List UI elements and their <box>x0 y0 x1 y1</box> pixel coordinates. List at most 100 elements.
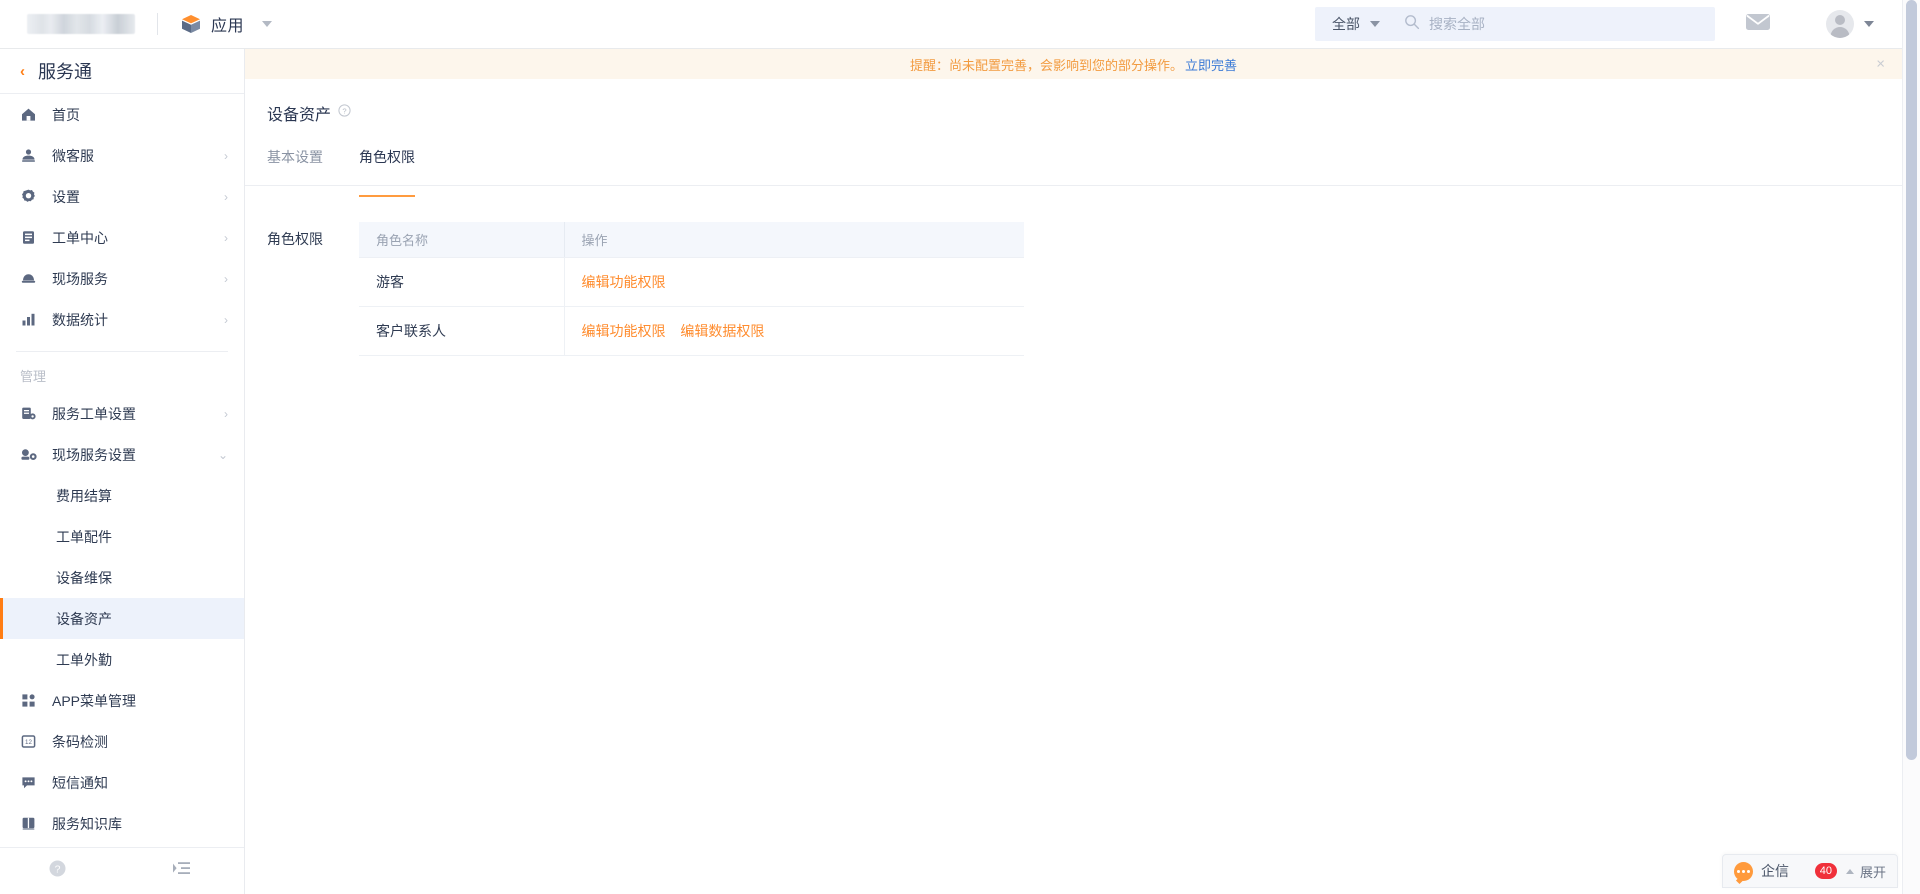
sidebar-item-label: 条码检测 <box>52 733 108 750</box>
chevron-right-icon: › <box>224 189 228 204</box>
sidebar-item-knowledge-base[interactable]: 服务知识库 <box>0 803 244 844</box>
role-permission-section: 角色权限 角色名称 操作 游客 编辑功能权限 <box>245 186 1902 356</box>
sidebar: ‹ 服务通 首页 微客服 › 设置 <box>0 49 245 894</box>
sidebar-item-fee-settlement[interactable]: 费用结算 <box>0 475 244 516</box>
edit-function-permission-link[interactable]: 编辑功能权限 <box>581 273 666 290</box>
sidebar-item-customer-service[interactable]: 微客服 › <box>0 135 244 176</box>
cell-role-name: 游客 <box>359 257 565 307</box>
search-scope-select[interactable]: 全部 <box>1315 14 1394 34</box>
sidebar-item-service-ticket-settings[interactable]: 服务工单设置 › <box>0 393 244 434</box>
column-header-role-name: 角色名称 <box>359 222 565 258</box>
svg-text:?: ? <box>55 863 61 875</box>
app-switcher[interactable]: 应用 <box>180 12 273 36</box>
sidebar-item-label: 费用结算 <box>56 487 112 504</box>
sidebar-footer: ? <box>0 847 244 894</box>
sidebar-item-label: 设备维保 <box>56 569 112 586</box>
divider <box>157 13 158 35</box>
sidebar-item-label: APP菜单管理 <box>52 692 137 709</box>
cell-role-name: 客户联系人 <box>359 306 565 356</box>
book-icon <box>20 815 42 832</box>
section-label: 角色权限 <box>267 231 323 247</box>
chat-expand-label[interactable]: 展开 <box>1859 864 1886 880</box>
sidebar-item-ticket-fieldwork[interactable]: 工单外勤 <box>0 639 244 680</box>
chevron-down-icon <box>262 21 273 27</box>
tab-basic-settings[interactable]: 基本设置 <box>267 149 323 165</box>
search-icon <box>1404 14 1420 35</box>
chat-widget[interactable]: 企信 40 展开 <box>1722 854 1898 888</box>
search-input[interactable] <box>1429 8 1715 40</box>
sidebar-item-data-statistics[interactable]: 数据统计 › <box>0 299 244 340</box>
top-bar: 应用 全部 <box>0 0 1902 49</box>
edit-data-permission-link[interactable]: 编辑数据权限 <box>680 322 765 339</box>
home-icon <box>20 106 42 123</box>
sidebar-item-home[interactable]: 首页 <box>0 94 244 135</box>
notification-banner: 提醒：尚未配置完善，会影响到您的部分操作。 立即完善 × <box>245 49 1902 79</box>
notification-action-link[interactable]: 立即完善 <box>1185 57 1238 73</box>
sidebar-item-settings[interactable]: 设置 › <box>0 176 244 217</box>
sidebar-item-ticket-center[interactable]: 工单中心 › <box>0 217 244 258</box>
sidebar-item-sms-notification[interactable]: 短信通知 <box>0 762 244 803</box>
chevron-down-icon <box>1864 21 1874 27</box>
sidebar-item-label: 服务工单设置 <box>52 405 136 422</box>
table-body: 游客 编辑功能权限 客户联系人 编辑功能权限 编辑数据权限 <box>359 257 1024 356</box>
sidebar-item-field-service[interactable]: 现场服务 › <box>0 258 244 299</box>
help-circle-icon[interactable]: ? <box>338 104 351 122</box>
search-scope-label: 全部 <box>1332 16 1360 32</box>
chevron-right-icon: › <box>224 148 228 163</box>
chat-dots <box>1737 869 1750 873</box>
help-circle-icon[interactable]: ? <box>48 859 67 883</box>
sidebar-item-label: 工单中心 <box>52 229 108 246</box>
edit-function-permission-link[interactable]: 编辑功能权限 <box>581 322 666 339</box>
cube-icon <box>180 13 202 35</box>
table-row: 客户联系人 编辑功能权限 编辑数据权限 <box>359 306 1024 356</box>
chevron-right-icon: › <box>224 271 228 286</box>
chevron-right-icon: › <box>224 406 228 421</box>
scrollbar-thumb[interactable] <box>1906 0 1917 760</box>
close-icon[interactable]: × <box>1876 55 1885 73</box>
message-icon <box>20 774 42 791</box>
ticket-settings-icon <box>20 405 42 422</box>
sidebar-item-barcode-detection[interactable]: 12 条码检测 <box>0 721 244 762</box>
chat-bubble-icon <box>1734 861 1753 881</box>
main-content: 设备资产 ? 基本设置 角色权限 角色权限 角色名称 操作 游客 <box>245 79 1902 894</box>
chat-widget-label: 企信 <box>1761 863 1789 879</box>
chevron-up-icon[interactable] <box>1845 868 1854 874</box>
page-header: 设备资产 ? <box>245 79 1902 125</box>
sidebar-item-equipment-maintenance[interactable]: 设备维保 <box>0 557 244 598</box>
sidebar-item-label: 数据统计 <box>52 311 108 328</box>
notification-text: 提醒：尚未配置完善，会影响到您的部分操作。 <box>909 57 1183 73</box>
sidebar-item-app-menu-management[interactable]: APP菜单管理 <box>0 680 244 721</box>
unread-badge: 40 <box>1814 863 1837 879</box>
sidebar-title: 服务通 <box>38 62 92 82</box>
sidebar-item-label: 微客服 <box>52 147 94 164</box>
page-title: 设备资产 <box>267 107 332 124</box>
column-header-actions: 操作 <box>564 222 1024 258</box>
sidebar-item-field-service-settings[interactable]: 现场服务设置 ⌄ <box>0 434 244 475</box>
gear-icon <box>20 188 42 205</box>
bar-chart-icon <box>20 311 42 328</box>
clipboard-icon <box>20 229 42 246</box>
headset-icon <box>20 147 42 164</box>
cell-actions: 编辑功能权限 <box>564 257 1024 307</box>
sidebar-item-equipment-assets[interactable]: 设备资产 <box>0 598 244 639</box>
avatar <box>1826 10 1854 38</box>
collapse-menu-icon[interactable] <box>172 860 192 883</box>
chevron-left-icon[interactable]: ‹ <box>20 62 25 80</box>
user-menu[interactable] <box>1826 10 1874 38</box>
tab-bar: 基本设置 角色权限 <box>245 145 1902 197</box>
chevron-down-icon: ⌄ <box>217 447 228 462</box>
helmet-icon <box>20 270 42 287</box>
page-scrollbar[interactable] <box>1902 0 1920 894</box>
sidebar-header: ‹ 服务通 <box>0 49 244 94</box>
mail-icon[interactable] <box>1745 12 1771 37</box>
sidebar-item-label: 工单配件 <box>56 528 112 545</box>
svg-text:12: 12 <box>25 739 32 746</box>
sidebar-item-ticket-parts[interactable]: 工单配件 <box>0 516 244 557</box>
divider <box>16 351 228 352</box>
tab-role-permissions[interactable]: 角色权限 <box>359 145 415 197</box>
sidebar-item-label: 设备资产 <box>56 610 112 627</box>
table-header: 角色名称 操作 <box>359 222 1024 258</box>
sidebar-item-label: 服务知识库 <box>52 815 122 832</box>
cell-actions: 编辑功能权限 编辑数据权限 <box>564 306 1024 356</box>
